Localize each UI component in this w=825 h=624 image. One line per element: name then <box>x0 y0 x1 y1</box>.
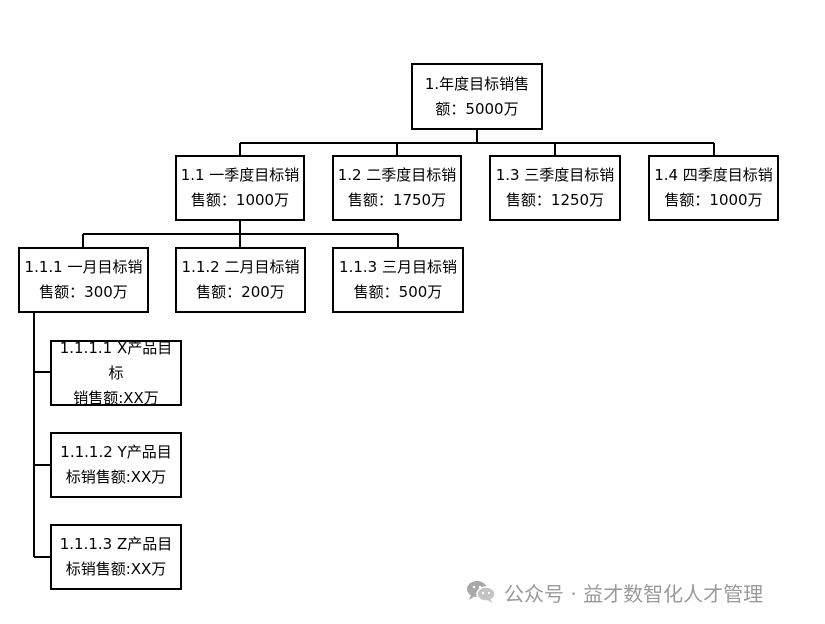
node-text-line2: 售额：200万 <box>196 283 285 301</box>
node-text-line2: 售额：1250万 <box>505 191 605 209</box>
node-text-line1: 1.1.3 三月目标销 <box>339 258 457 276</box>
node-text-line2: 售额：1750万 <box>347 191 447 209</box>
node-q2-target: 1.2 二季度目标销售额：1750万 <box>332 155 462 221</box>
node-text-line1: 1.年度目标销售 <box>424 74 530 93</box>
node-text-line1: 1.2 二季度目标销 <box>337 166 457 184</box>
node-q1-target: 1.1 一季度目标销售额：1000万 <box>175 155 305 221</box>
node-text-line2: 售额：300万 <box>39 283 128 301</box>
node-text-line1: 1.1.1.3 Z产品目 <box>59 535 173 553</box>
node-text-line1: 1.1 一季度目标销 <box>180 166 300 184</box>
node-text-line1: 1.1.1.2 Y产品目 <box>60 443 172 461</box>
watermark: 公众号 · 益才数智化人才管理 <box>466 576 763 608</box>
node-text-line1: 1.1.1 一月目标销 <box>24 258 143 276</box>
node-text-line2: 售额：500万 <box>353 283 443 301</box>
node-text-line2: 标销售额:XX万 <box>65 560 167 578</box>
node-annual-target: 1.年度目标销售额：5000万 <box>411 63 543 130</box>
node-text-line1: 1.1.1.1 X产品目标 <box>59 340 173 382</box>
node-m2-target: 1.1.2 二月目标销售额：200万 <box>175 247 306 313</box>
node-text-line1: 1.4 四季度目标销 <box>654 166 773 184</box>
node-text-line2: 售额：1000万 <box>664 191 763 209</box>
node-text-line1: 1.3 三季度目标销 <box>495 166 615 184</box>
wechat-icon <box>467 581 496 603</box>
node-text-line1: 1.1.2 二月目标销 <box>181 258 300 276</box>
node-m1-target: 1.1.1 一月目标销售额：300万 <box>18 247 149 313</box>
node-q3-target: 1.3 三季度目标销售额：1250万 <box>489 155 621 221</box>
watermark-text: 公众号 · 益才数智化人才管理 <box>504 581 764 606</box>
node-product-z-target: 1.1.1.3 Z产品目标销售额:XX万 <box>50 524 182 590</box>
node-text-line2: 标销售额:XX万 <box>65 468 167 486</box>
node-text-line2: 额：5000万 <box>435 99 519 118</box>
node-product-y-target: 1.1.1.2 Y产品目标销售额:XX万 <box>50 432 182 498</box>
node-product-x-target: 1.1.1.1 X产品目标销售额:XX万 <box>50 340 182 406</box>
node-q4-target: 1.4 四季度目标销售额：1000万 <box>648 155 779 221</box>
node-m3-target: 1.1.3 三月目标销售额：500万 <box>332 247 464 313</box>
node-text-line2: 销售额:XX万 <box>73 388 159 406</box>
node-text-line2: 售额：1000万 <box>190 191 290 209</box>
